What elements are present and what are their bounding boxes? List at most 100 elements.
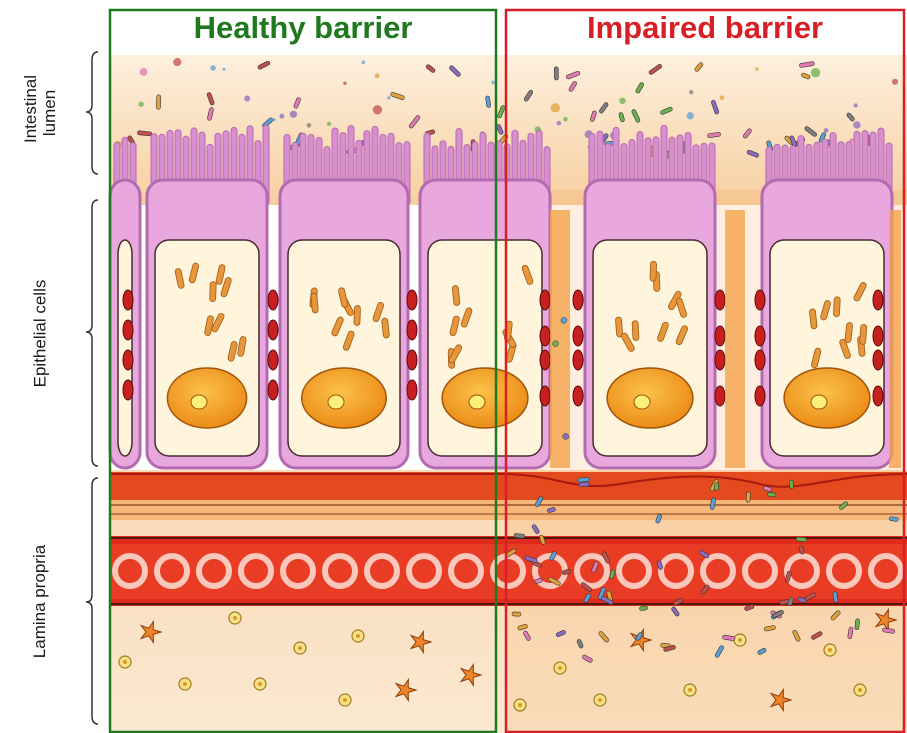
cell-nucleus-dot [598, 698, 602, 702]
tight-junction [123, 350, 133, 370]
tight-junction [715, 326, 725, 346]
nucleus [302, 368, 386, 428]
cell-nucleus-dot [858, 688, 862, 692]
tight-junction [540, 290, 550, 310]
mitochondrion [833, 297, 840, 317]
bacterium-icon [855, 619, 860, 630]
particle-icon [824, 128, 829, 133]
tight-junction [573, 386, 583, 406]
cell-nucleus-dot [233, 616, 237, 620]
particle-icon [854, 103, 858, 107]
impaired-barrier-title: Impaired barrier [506, 8, 904, 48]
particle-icon [361, 61, 365, 65]
particle-icon [892, 79, 898, 85]
cell-nucleus-dot [123, 660, 127, 664]
particle-icon [853, 121, 860, 128]
particle-icon [290, 111, 297, 118]
particle-icon [387, 96, 390, 99]
tight-junction [540, 386, 550, 406]
tight-junction [873, 326, 883, 346]
particle-icon [755, 67, 759, 71]
cell-nucleus-dot [688, 688, 692, 692]
bacterium-icon [512, 612, 521, 616]
particle-icon [563, 117, 567, 121]
paracellular-gap [725, 210, 745, 468]
particle-icon [553, 341, 559, 347]
tight-junction [540, 326, 550, 346]
particle-icon [687, 112, 694, 119]
particle-icon [557, 121, 561, 125]
tight-junction [123, 290, 133, 310]
bacterium-icon [579, 482, 590, 487]
tight-junction [407, 350, 417, 370]
particle-icon [173, 58, 181, 66]
tight-junction [715, 386, 725, 406]
particle-icon [273, 118, 276, 121]
paracellular-gap [550, 210, 570, 468]
bacterium-icon [796, 537, 807, 542]
mitochondrion [354, 305, 361, 325]
tight-junction [573, 350, 583, 370]
tight-junction [573, 290, 583, 310]
particle-icon [563, 433, 569, 439]
tight-junction [755, 326, 765, 346]
cell-nucleus-dot [738, 638, 742, 642]
particle-icon [140, 68, 148, 76]
intestinal-lumen-label: Intestinal lumen [0, 52, 80, 174]
particle-icon [551, 103, 560, 112]
particle-icon [223, 68, 226, 71]
nucleolus [811, 395, 827, 409]
bacterium-icon [156, 95, 161, 110]
tight-junction [540, 350, 550, 370]
bacterium-icon [889, 517, 898, 522]
tight-junction [715, 350, 725, 370]
cytoplasm [118, 240, 132, 456]
particle-icon [811, 68, 820, 77]
nucleus [442, 368, 528, 428]
cell-nucleus-dot [558, 666, 562, 670]
mitochondrion [210, 282, 217, 302]
particle-icon [244, 96, 250, 102]
tight-junction [873, 290, 883, 310]
particle-icon [561, 317, 567, 323]
particle-icon [139, 102, 144, 107]
particle-icon [491, 81, 495, 85]
healthy-barrier-title: Healthy barrier [110, 8, 496, 48]
tight-junction [268, 380, 278, 400]
mitochondrion [311, 293, 319, 313]
tight-junction [715, 290, 725, 310]
nucleolus [191, 395, 207, 409]
particle-icon [720, 95, 725, 100]
particle-icon [375, 73, 380, 78]
bacterium-icon [639, 606, 648, 611]
nucleolus [328, 395, 344, 409]
cell-nucleus-dot [518, 703, 522, 707]
paracellular-gap [889, 210, 901, 468]
tight-junction [873, 386, 883, 406]
epithelial-cells-label: Epithelial cells [0, 200, 80, 466]
cell-nucleus-dot [356, 634, 360, 638]
layer-brackets [86, 52, 98, 724]
tight-junction [755, 386, 765, 406]
particle-icon [307, 123, 312, 128]
nucleus [607, 368, 693, 428]
particle-icon [373, 105, 382, 114]
cell-nucleus-dot [258, 682, 262, 686]
cell-nucleus-dot [343, 698, 347, 702]
mitochondrion [650, 261, 657, 281]
tight-junction [873, 350, 883, 370]
bacterium-icon [767, 492, 776, 497]
bacterium-icon [578, 477, 590, 482]
nucleolus [469, 395, 485, 409]
tight-junction [123, 320, 133, 340]
tight-junction [573, 326, 583, 346]
tight-junction [407, 290, 417, 310]
lamina-propria-label: Lamina propria [0, 478, 80, 724]
particle-icon [327, 122, 331, 126]
nucleolus [634, 395, 650, 409]
tight-junction [268, 320, 278, 340]
nucleus [784, 368, 870, 428]
tight-junction [268, 350, 278, 370]
basement-membrane [110, 472, 907, 520]
